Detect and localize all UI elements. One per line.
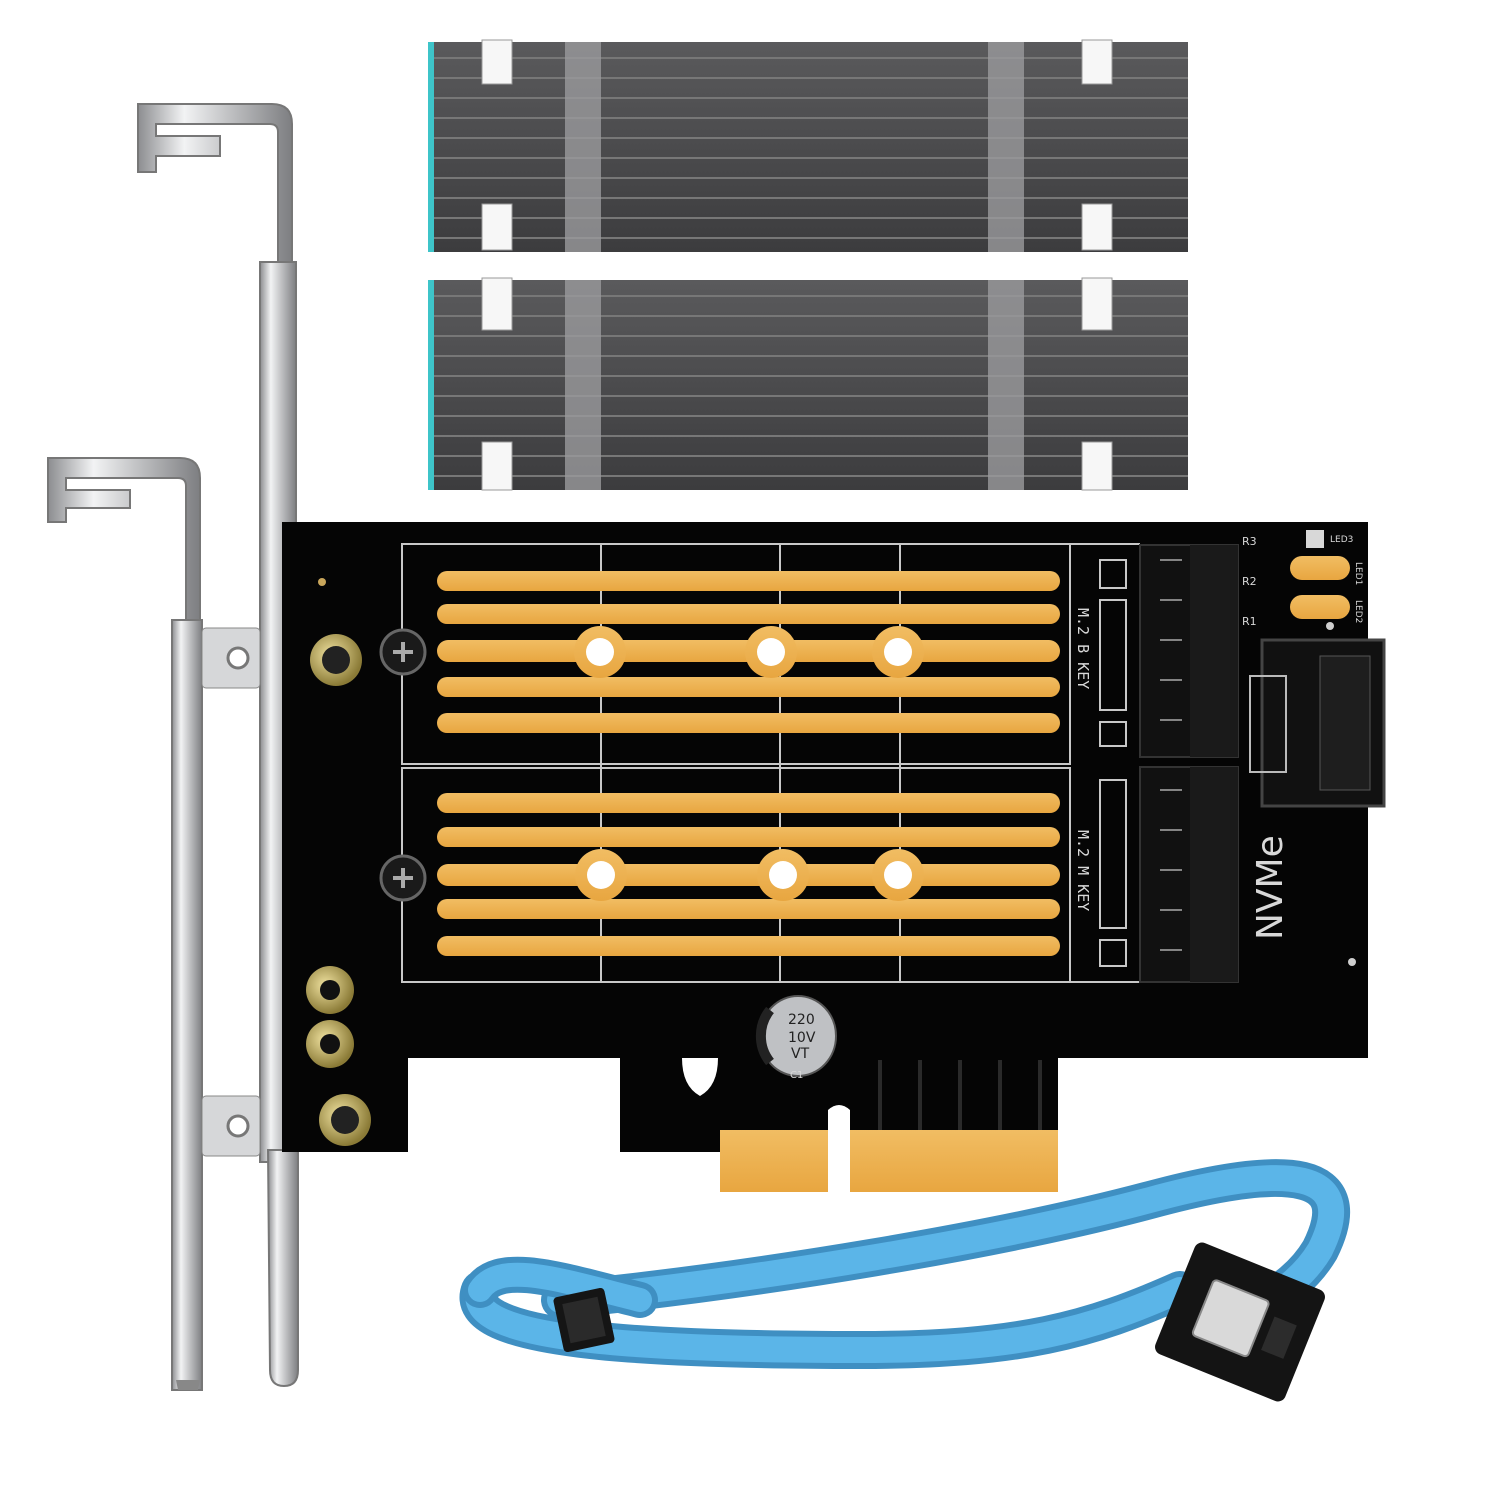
heatsink-bottom bbox=[428, 277, 1188, 491]
led1-label: LED1 bbox=[1353, 562, 1363, 585]
full-height-bracket bbox=[137, 103, 299, 1388]
capacitor-value: 220 bbox=[788, 1012, 815, 1028]
resistor-r3-label: R3 bbox=[1242, 535, 1257, 548]
led3-label: LED3 bbox=[1330, 535, 1353, 545]
heatsink-top bbox=[428, 39, 1188, 252]
capacitor-series: VT bbox=[791, 1046, 810, 1062]
nvme-label: NVMe bbox=[1250, 835, 1291, 940]
m2-b-key-label: M.2 B KEY bbox=[1074, 608, 1092, 689]
capacitor-voltage: 10V bbox=[788, 1030, 816, 1046]
led2-label: LED2 bbox=[1353, 600, 1363, 623]
resistor-r1-label: R1 bbox=[1242, 615, 1257, 628]
capacitor-c1: 220 10V VT C1 bbox=[755, 995, 837, 1081]
capacitor-ref: C1 bbox=[790, 1070, 803, 1081]
pcie-adapter-card: 220 10V VT C1 M.2 B KEY M.2 M KEY NVMe R… bbox=[282, 522, 1386, 1192]
led-pads bbox=[1290, 530, 1350, 619]
sata-cable bbox=[459, 1159, 1351, 1402]
resistor-r2-label: R2 bbox=[1242, 575, 1257, 588]
m2-b-key-connector bbox=[1139, 544, 1239, 758]
mounting-holes bbox=[306, 578, 371, 1146]
m2-m-key-label: M.2 M KEY bbox=[1074, 830, 1092, 911]
standoff-screws bbox=[379, 628, 427, 902]
m2-m-key-connector bbox=[1139, 766, 1239, 983]
low-profile-bracket bbox=[47, 457, 261, 1391]
sata-port bbox=[1249, 638, 1386, 808]
